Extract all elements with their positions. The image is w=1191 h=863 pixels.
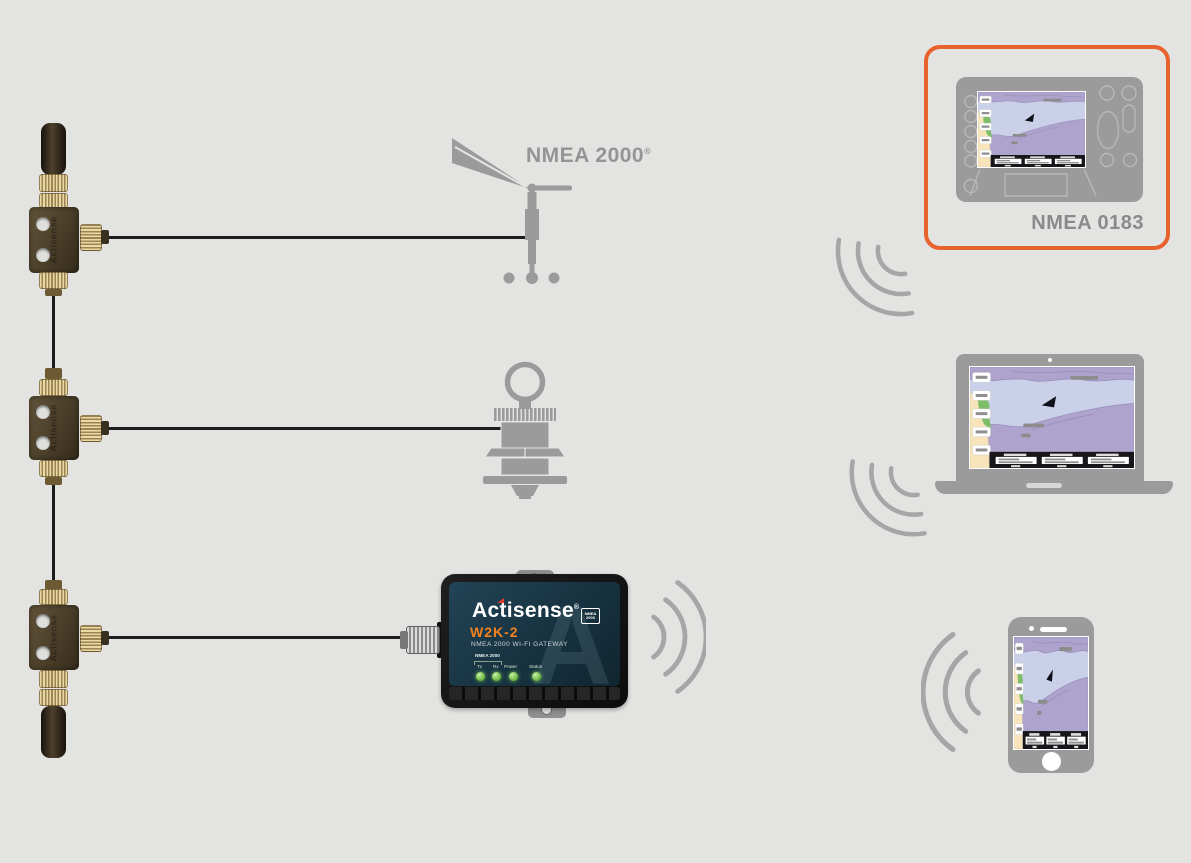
led-group-bracket [474, 661, 502, 665]
knurled-nut [39, 670, 68, 688]
mount-hole [36, 248, 50, 262]
knurled-nut [80, 224, 102, 251]
gateway-nmea-connector [406, 626, 440, 654]
led-label-power: Power [504, 664, 518, 669]
backbone-cable-lower [52, 484, 55, 581]
knurled-nut [80, 415, 102, 442]
highlight-frame [924, 45, 1170, 250]
laptop-camera-icon [1048, 358, 1052, 362]
laptop-notch [1026, 483, 1062, 488]
chart-screen [970, 367, 1134, 468]
connector-tip [45, 289, 62, 296]
mount-hole [36, 217, 50, 231]
terminator-top-icon [41, 123, 66, 175]
led-label-rx: Rx [493, 664, 499, 669]
wifi-waves-icon-gateway [636, 577, 706, 697]
mount-hole [36, 646, 50, 660]
chartplotter-controls [963, 85, 1138, 197]
gateway-face: A Actisense® W2K-2 NMEA 2000 WI-FI GATEW… [449, 582, 620, 686]
gateway-model: W2K-2 [470, 624, 519, 640]
chartplotter-screen [977, 91, 1086, 168]
phone-speaker-icon [1040, 627, 1067, 632]
gateway-device: A Actisense® W2K-2 NMEA 2000 WI-FI GATEW… [441, 574, 628, 708]
phone-home-button-icon [1042, 752, 1061, 771]
led-group-label: NMEA 2000 [475, 653, 500, 658]
t-connector-brand: Actisense [48, 613, 59, 662]
connector-tip [45, 477, 62, 485]
backbone-cable-upper [52, 295, 55, 369]
mount-hole [36, 614, 50, 628]
led-status [532, 672, 541, 681]
mount-hole [36, 436, 50, 450]
gateway-watermark: A [531, 583, 612, 687]
gateway-connector-tip [400, 631, 408, 649]
connector-tip [101, 230, 109, 244]
connector-tip [101, 631, 109, 645]
knurled-nut [39, 460, 68, 477]
drop-cable-wind-sensor [107, 236, 531, 239]
terminator-bottom-icon [41, 706, 66, 758]
t-connector-icon-3: Actisense [29, 605, 79, 670]
t-connector-icon-2: Actisense [29, 396, 79, 460]
led-label-tx: Tx [477, 664, 483, 669]
connector-tip [45, 580, 62, 590]
knurled-nut [39, 174, 68, 192]
knurled-nut [39, 272, 68, 289]
led-rx [492, 672, 501, 681]
drop-cable-transducer [107, 427, 504, 430]
t-connector-icon-1: Actisense [29, 207, 79, 273]
t-connector-brand: Actisense [48, 404, 59, 452]
phone-camera-icon [1029, 626, 1034, 631]
gateway-vents [449, 687, 620, 700]
knurled-nut [80, 625, 102, 652]
t-connector-brand: Actisense [48, 216, 59, 264]
wifi-waves-icon-laptop [825, 425, 961, 561]
connector-tip [101, 421, 109, 435]
drop-cable-gateway [107, 636, 409, 639]
led-power [509, 672, 518, 681]
led-tx [476, 672, 485, 681]
chart-screen [978, 92, 1085, 167]
knurled-nut [39, 589, 68, 605]
gateway-brand: Actisense® [472, 599, 580, 622]
chart-screen [1014, 637, 1088, 749]
gateway-subtitle: NMEA 2000 WI-FI GATEWAY [471, 641, 568, 648]
knurled-nut [39, 379, 68, 396]
knurled-nut [39, 193, 68, 208]
transducer-icon [483, 361, 567, 499]
wifi-waves-icon-phone [921, 632, 999, 752]
nmea2000-certified-badge: NMEA 2000 [581, 608, 600, 624]
led-label-status: Status [529, 664, 543, 669]
phone-screen [1013, 636, 1089, 750]
wind-sensor-icon [452, 138, 572, 284]
registered-mark: ® [644, 146, 652, 156]
connector-tip [45, 368, 62, 379]
knurled-nut [39, 689, 68, 706]
nmea0183-label: NMEA 0183 [1031, 212, 1144, 234]
mount-hole [36, 405, 50, 419]
laptop-screen [969, 366, 1135, 469]
brand-red-accent [497, 598, 504, 603]
nmea2000-label: NMEA 2000® [526, 144, 652, 167]
